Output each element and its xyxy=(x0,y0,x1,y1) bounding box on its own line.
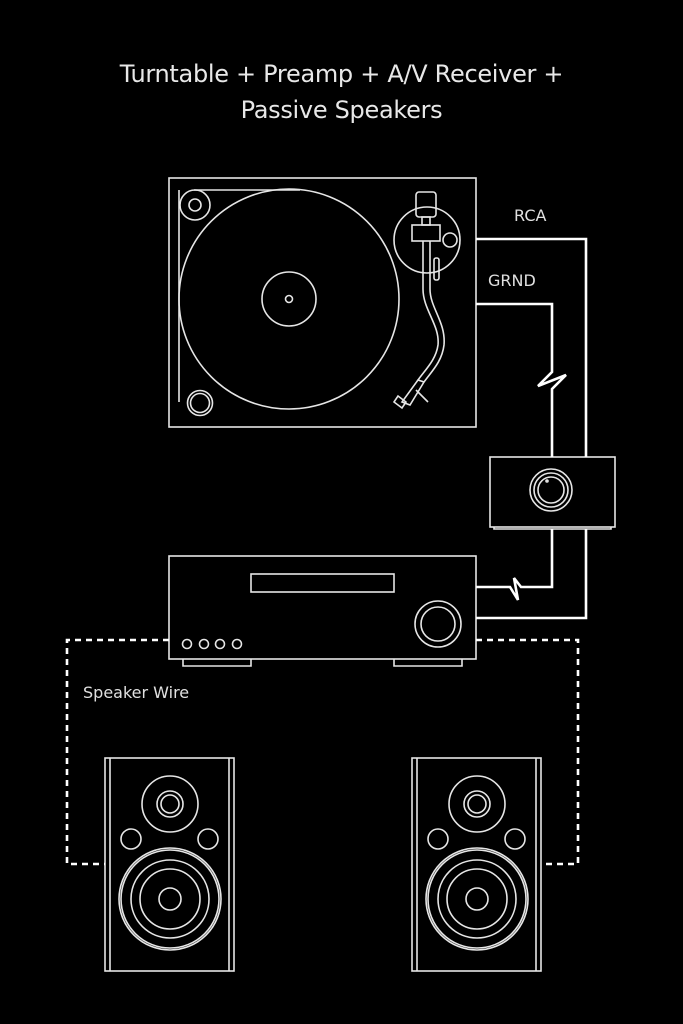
left-port-right xyxy=(197,828,219,850)
rca-cable-preamp-to-receiver xyxy=(476,529,588,620)
left-woofer-frame xyxy=(118,847,222,951)
left-woofer-frame-inner xyxy=(120,849,220,949)
receiver-display xyxy=(250,573,395,593)
left-tweeter-ring xyxy=(156,790,184,818)
av-receiver xyxy=(168,555,477,667)
right-speaker-cabinet xyxy=(411,757,542,972)
right-woofer-frame-inner xyxy=(427,849,527,949)
left-tweeter-surround xyxy=(141,775,199,833)
left-speaker xyxy=(104,757,235,972)
speed-knob-outer xyxy=(186,389,214,417)
right-port-right xyxy=(504,828,526,850)
rca-label: RCA xyxy=(514,206,547,225)
preamp-knob xyxy=(537,476,565,504)
tonearm-pivot xyxy=(421,216,431,226)
spindle xyxy=(284,294,294,304)
tonearm-left xyxy=(417,241,439,381)
record-label xyxy=(261,271,317,327)
left-tweeter-dome xyxy=(160,794,180,814)
title-line-2: Passive Speakers xyxy=(240,96,443,124)
ground-wire-turntable-to-preamp xyxy=(476,302,567,457)
motor-pulley-inner xyxy=(188,198,202,212)
anti-skate-dial xyxy=(442,232,458,248)
motor-pulley-outer xyxy=(179,189,211,221)
receiver-foot-right xyxy=(393,659,463,667)
right-woofer-cone xyxy=(446,868,508,930)
left-port-left xyxy=(120,828,142,850)
turntable xyxy=(168,177,477,428)
counterweight xyxy=(415,191,437,218)
right-tweeter-ring xyxy=(463,790,491,818)
volume-knob-outer xyxy=(414,600,462,648)
right-woofer-dustcap xyxy=(465,887,489,911)
receiver-button-2 xyxy=(198,638,210,650)
right-woofer-frame xyxy=(425,847,529,951)
right-tweeter-surround xyxy=(448,775,506,833)
right-tweeter-dome xyxy=(467,794,487,814)
receiver-body xyxy=(168,555,477,660)
ground-wire-preamp-to-receiver xyxy=(476,529,554,601)
preamp-knob-indicator xyxy=(545,479,549,483)
volume-knob-inner xyxy=(420,606,456,642)
speaker-wire-right xyxy=(476,638,580,866)
speaker-wire-label: Speaker Wire xyxy=(83,683,190,702)
right-woofer-surround xyxy=(437,859,517,939)
speaker-wire-left xyxy=(65,638,169,866)
tonearm-base xyxy=(393,206,461,274)
left-woofer-dustcap xyxy=(158,887,182,911)
left-woofer-cone xyxy=(139,868,201,930)
left-woofer-surround xyxy=(130,859,210,939)
right-port-left xyxy=(427,828,449,850)
title-line-1: Turntable + Preamp + A/V Receiver + xyxy=(119,60,564,88)
preamp-body xyxy=(489,456,616,528)
receiver-foot-left xyxy=(182,659,252,667)
diagram-title: Turntable + Preamp + A/V Receiver + Pass… xyxy=(0,56,683,128)
right-speaker-edges xyxy=(416,758,537,971)
receiver-button-1 xyxy=(181,638,193,650)
headshell xyxy=(400,379,426,406)
cueing-lever xyxy=(433,257,440,281)
rca-cable-turntable-to-preamp xyxy=(476,237,588,457)
preamp-knob-ring xyxy=(529,468,573,512)
tonearm-right xyxy=(423,241,445,383)
preamp xyxy=(489,456,616,530)
right-speaker xyxy=(411,757,542,972)
receiver-button-3 xyxy=(214,638,226,650)
speed-knob-inner xyxy=(189,392,211,414)
preamp-knob-outer xyxy=(533,472,569,508)
left-speaker-edges xyxy=(109,758,230,971)
turntable-plinth xyxy=(168,177,477,428)
finger-lift xyxy=(415,389,429,403)
grnd-label: GRND xyxy=(488,271,536,290)
receiver-button-4 xyxy=(231,638,243,650)
tonearm-gimbal xyxy=(411,224,441,242)
cartridge xyxy=(392,394,408,410)
platter xyxy=(178,188,400,410)
left-speaker-cabinet xyxy=(104,757,235,972)
